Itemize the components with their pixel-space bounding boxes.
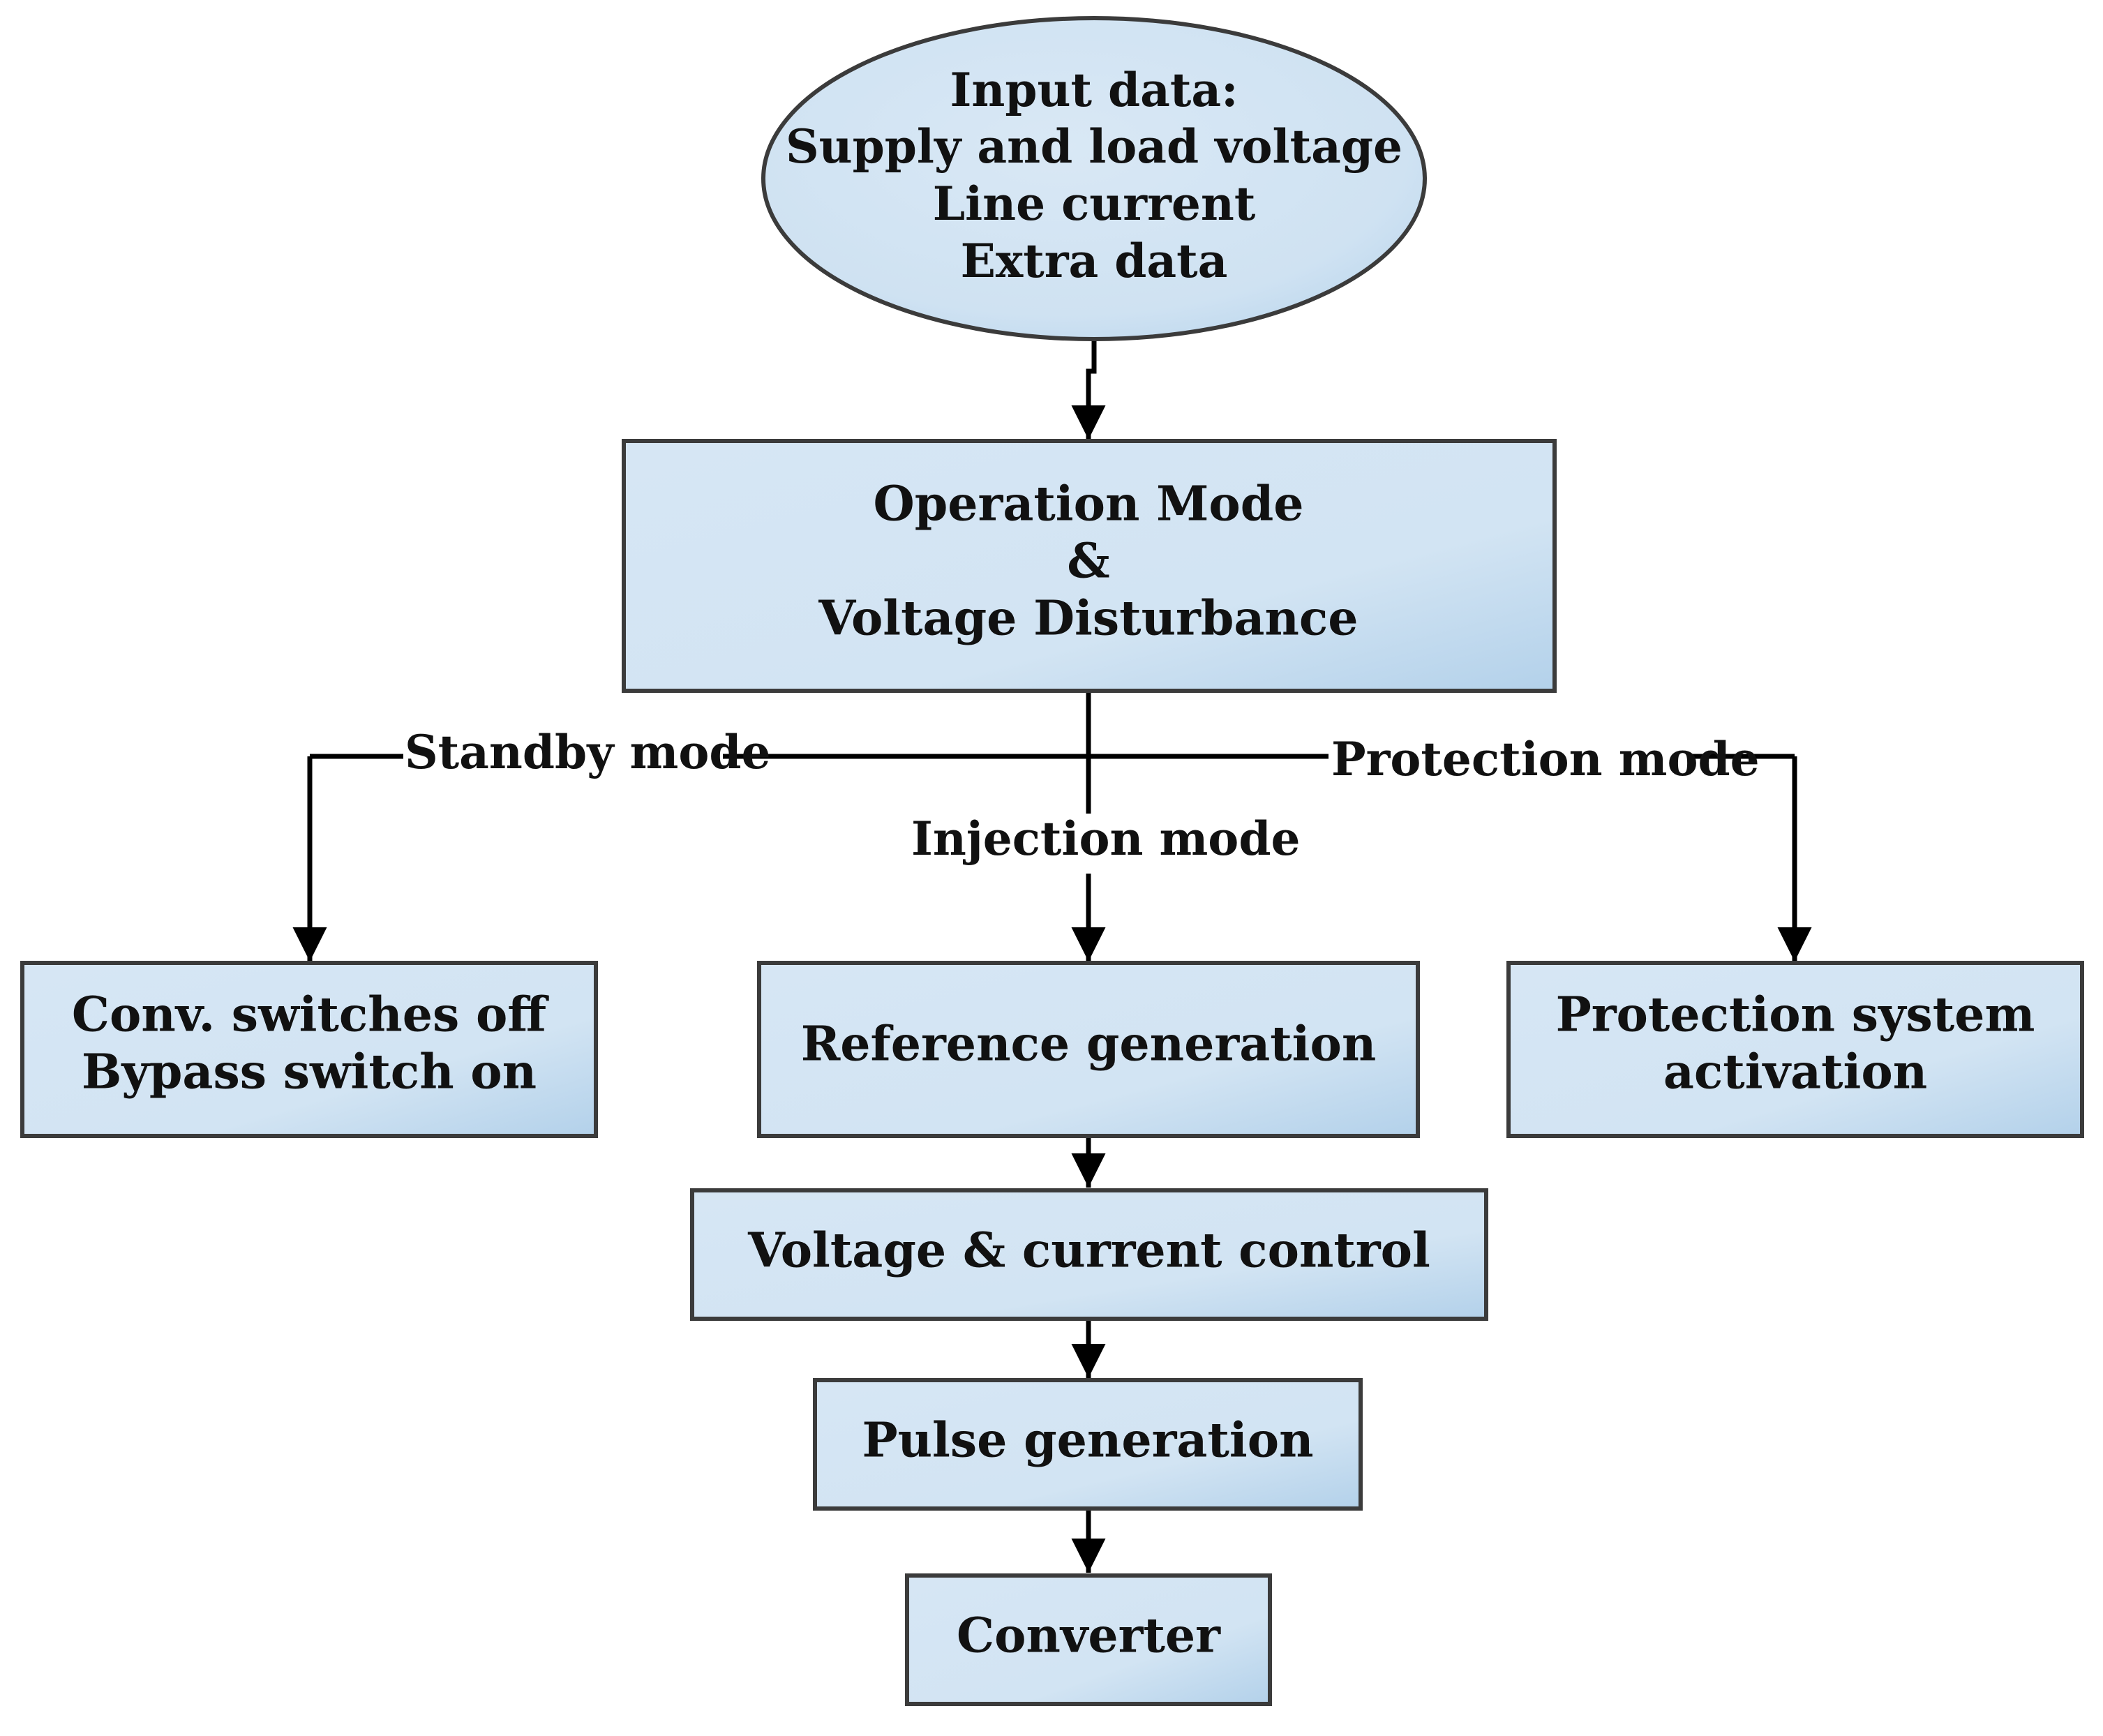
node-input-data: Input data: Supply and load voltage Line… — [761, 16, 1427, 341]
input-line-2: Supply and load voltage — [786, 119, 1402, 174]
converter-line-1: Converter — [957, 1608, 1221, 1664]
control-line-1: Voltage & current control — [747, 1223, 1430, 1279]
operation-line-1: Operation Mode — [873, 477, 1303, 532]
node-converter: Converter — [905, 1573, 1272, 1706]
input-line-3: Line current — [933, 177, 1256, 231]
node-protection-result: Protection system activation — [1506, 961, 2084, 1138]
node-voltage-current-control: Voltage & current control — [690, 1188, 1488, 1321]
operation-line-3: Voltage Disturbance — [818, 591, 1358, 647]
node-standby-result: Conv. switches off Bypass switch on — [20, 961, 598, 1138]
node-pulse-generation: Pulse generation — [813, 1378, 1363, 1511]
edge-label-standby: Standby mode — [405, 725, 771, 779]
reference-line-1: Reference generation — [801, 1017, 1377, 1072]
injection-label-bg — [907, 814, 1250, 871]
node-reference-generation: Reference generation — [757, 961, 1420, 1138]
operation-line-2: & — [1067, 534, 1109, 590]
pulse-line-1: Pulse generation — [862, 1413, 1313, 1469]
edge-label-protection: Protection mode — [1331, 732, 1760, 786]
protection-label-bg — [1329, 734, 1689, 791]
standby-result-line-2: Bypass switch on — [82, 1045, 537, 1100]
input-line-4: Extra data — [961, 234, 1228, 288]
input-line-1: Input data: — [950, 63, 1238, 117]
protection-result-line-2: activation — [1663, 1045, 1927, 1100]
node-operation-mode: Operation Mode & Voltage Disturbance — [622, 439, 1557, 693]
edge-input-to-operation — [1071, 339, 1106, 440]
edge-label-injection: Injection mode — [911, 811, 1300, 866]
standby-result-line-1: Conv. switches off — [72, 987, 549, 1043]
standby-label-bg — [403, 730, 723, 783]
protection-result-line-1: Protection system — [1556, 987, 2035, 1043]
